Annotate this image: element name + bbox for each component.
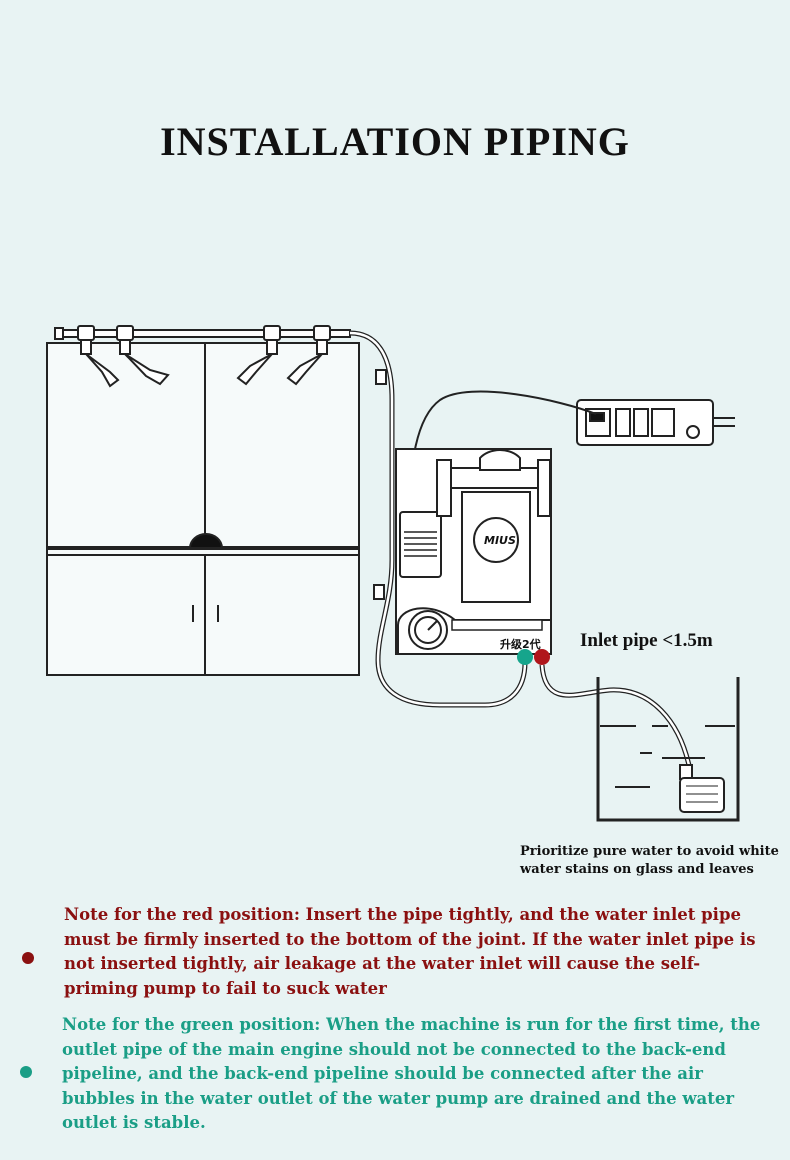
cabinet: [46, 342, 360, 676]
inlet-pipe-label: Inlet pipe <1.5m: [580, 630, 713, 651]
green-position-note: Note for the green position: When the ma…: [62, 1015, 761, 1132]
pump-brand: MIUS: [484, 534, 516, 547]
power-strip: [409, 390, 735, 506]
nozzle: [116, 325, 170, 386]
red-inlet-marker: [534, 649, 550, 665]
green-outlet-marker: [517, 649, 533, 665]
nozzle: [77, 325, 120, 388]
panel-label: 升级2代: [500, 637, 541, 651]
nozzle: [286, 325, 331, 386]
red-position-note: Note for the red position: Insert the pi…: [64, 905, 756, 998]
water-bucket: [596, 677, 740, 822]
spray-pipe: [54, 325, 528, 708]
page-title: INSTALLATION PIPING: [160, 119, 630, 164]
pump-machine: [395, 448, 552, 655]
water-quality-note: Prioritize pure water to avoid white wat…: [520, 844, 779, 877]
nozzle: [236, 325, 281, 386]
green-note-bullet: [20, 1066, 32, 1078]
red-note-bullet: [22, 952, 34, 964]
installation-diagram: MIUS 升级2代: [46, 325, 740, 822]
